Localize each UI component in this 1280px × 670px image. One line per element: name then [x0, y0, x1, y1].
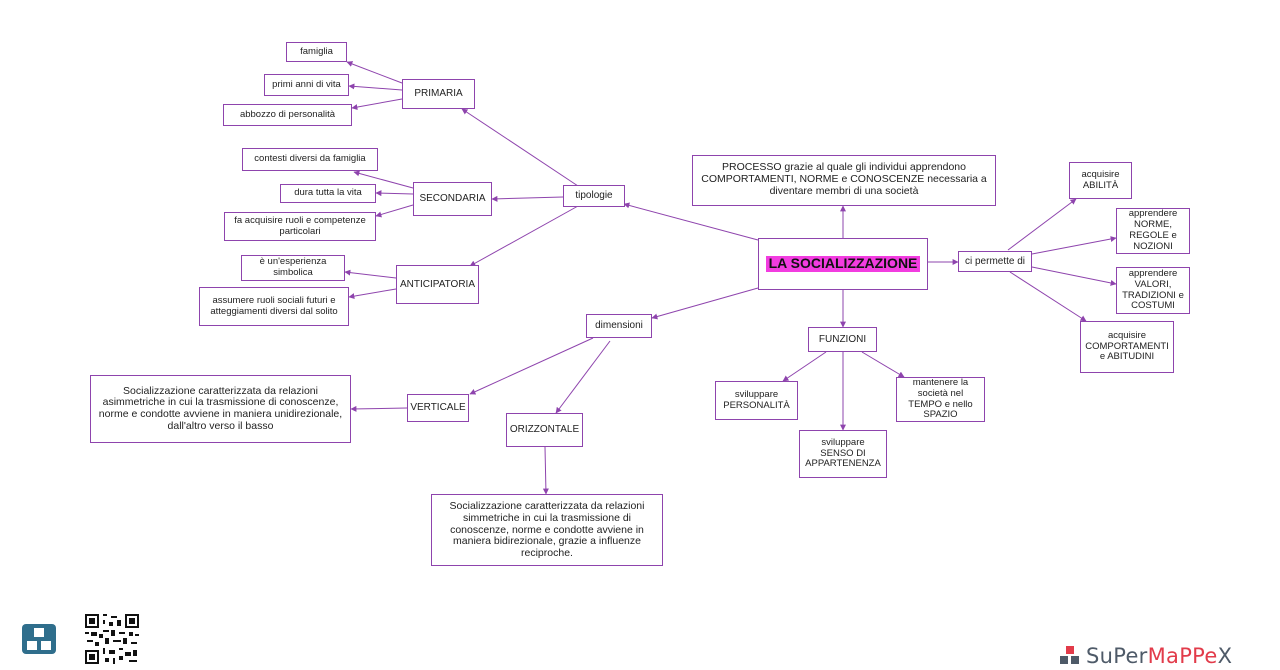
link-primaria-abbozzo [351, 98, 403, 110]
mindmap-app-icon[interactable] [22, 624, 56, 654]
center-title: LA SOCIALIZZAZIONE [765, 256, 921, 272]
node-mantenere[interactable]: mantenere la società nel TEMPO e nello S… [896, 377, 985, 422]
node-verticale-desc[interactable]: Socializzazione caratterizzata da relazi… [90, 375, 351, 443]
node-valori[interactable]: apprendere VALORI, TRADIZIONI e COSTUMI [1116, 267, 1190, 314]
node-abbozzo[interactable]: abbozzo di personalità [223, 104, 352, 126]
link-secondaria-dura [375, 190, 414, 197]
node-dura-label: dura tutta la vita [294, 187, 362, 199]
node-orizzontale-label: ORIZZONTALE [509, 424, 580, 436]
link-tipologie-secondaria [491, 195, 564, 202]
node-personalita[interactable]: sviluppare PERSONALITÀ [715, 381, 798, 420]
node-norme[interactable]: apprendere NORME, REGOLE e NOZIONI [1116, 208, 1190, 254]
link-permette-comportamenti [1009, 271, 1087, 322]
supermappex-mark-icon [1060, 646, 1080, 666]
link-primaria-primi-anni [348, 83, 403, 91]
brand-part-1: SuPer [1086, 644, 1148, 668]
node-orizzontale-desc-label: Socializzazione caratterizzata da relazi… [449, 500, 645, 559]
node-esperienza-label: è un'esperienza simbolica [259, 256, 327, 278]
qr-code-icon [85, 614, 139, 664]
node-tipologie[interactable]: tipologie [563, 185, 625, 207]
node-secondaria[interactable]: SECONDARIA [413, 182, 492, 216]
link-dimensioni-orizzontale [555, 340, 611, 414]
center-node[interactable]: LA SOCIALIZZAZIONE [758, 238, 928, 290]
link-anticipatoria-assumere [348, 288, 397, 300]
node-primaria-label: PRIMARIA [414, 88, 463, 100]
node-comportamenti-label: acquisire COMPORTAMENTI e ABITUDINI [1085, 329, 1169, 363]
node-abbozzo-label: abbozzo di personalità [239, 108, 336, 120]
link-secondaria-fa-acquisire [375, 204, 414, 218]
node-verticale-label: VERTICALE [410, 402, 466, 414]
node-famiglia-label: famiglia [300, 45, 333, 57]
node-dimensioni[interactable]: dimensioni [586, 314, 652, 338]
node-senso-label: sviluppare SENSO DI APPARTENENZA [805, 436, 881, 470]
node-primaria[interactable]: PRIMARIA [402, 79, 475, 109]
link-anticipatoria-esperienza [344, 269, 397, 279]
node-definizione[interactable]: PROCESSO grazie al quale gli individui a… [692, 155, 996, 206]
link-permette-valori [1031, 266, 1117, 286]
node-mantenere-label: mantenere la società nel TEMPO e nello S… [908, 377, 973, 421]
node-orizzontale[interactable]: ORIZZONTALE [506, 413, 583, 447]
link-primaria-famiglia [346, 61, 403, 84]
node-primi-anni[interactable]: primi anni di vita [264, 74, 349, 96]
node-assumere[interactable]: assumere ruoli sociali futuri e atteggia… [199, 287, 349, 326]
node-anticipatoria-label: ANTICIPATORIA [400, 278, 476, 290]
node-dimensioni-label: dimensioni [595, 320, 643, 332]
link-funzioni-personalita [782, 351, 827, 382]
node-primi-anni-label: primi anni di vita [272, 78, 341, 90]
node-verticale[interactable]: VERTICALE [407, 394, 469, 422]
node-famiglia[interactable]: famiglia [286, 42, 347, 62]
node-funzioni[interactable]: FUNZIONI [808, 327, 877, 352]
node-secondaria-label: SECONDARIA [419, 193, 486, 205]
node-comportamenti[interactable]: acquisire COMPORTAMENTI e ABITUDINI [1080, 321, 1174, 373]
node-fa-acquisire[interactable]: fa acquisire ruoli e competenze particol… [224, 212, 376, 241]
node-funzioni-label: FUNZIONI [818, 333, 867, 345]
node-contesti[interactable]: contesti diversi da famiglia [242, 148, 378, 171]
node-abilita-label: acquisire ABILITÀ [1081, 168, 1120, 191]
link-funzioni-mantenere [861, 351, 905, 378]
link-dimensioni-verticale [469, 337, 594, 395]
node-assumere-label: assumere ruoli sociali futuri e atteggia… [210, 294, 338, 317]
node-permette-label: ci permette di [964, 255, 1026, 267]
link-orizzontale-desc [542, 446, 549, 495]
node-contesti-label: contesti diversi da famiglia [254, 153, 366, 165]
node-valori-label: apprendere VALORI, TRADIZIONI e COSTUMI [1122, 267, 1184, 312]
node-abilita[interactable]: acquisire ABILITÀ [1069, 162, 1132, 199]
node-orizzontale-desc[interactable]: Socializzazione caratterizzata da relazi… [431, 494, 663, 566]
node-fa-acquisire-label: fa acquisire ruoli e competenze particol… [234, 214, 366, 237]
node-senso[interactable]: sviluppare SENSO DI APPARTENENZA [799, 430, 887, 478]
node-personalita-label: sviluppare PERSONALITÀ [723, 388, 790, 411]
node-norme-label: apprendere NORME, REGOLE e NOZIONI [1128, 208, 1178, 252]
link-permette-norme [1031, 236, 1117, 255]
link-permette-abilita [1007, 198, 1077, 251]
link-center-tipologie [623, 202, 759, 241]
node-esperienza[interactable]: è un'esperienza simbolica [241, 255, 345, 281]
brand-part-3: X [1217, 644, 1233, 668]
node-anticipatoria[interactable]: ANTICIPATORIA [396, 265, 479, 304]
node-verticale-desc-label: Socializzazione caratterizzata da relazi… [98, 384, 343, 432]
node-permette[interactable]: ci permette di [958, 251, 1032, 272]
link-center-dimensioni [651, 287, 759, 320]
node-definizione-label: PROCESSO grazie al quale gli individui a… [701, 161, 987, 197]
link-verticale-desc [350, 405, 408, 412]
node-tipologie-label: tipologie [575, 190, 613, 202]
link-tipologie-primaria [461, 108, 579, 187]
node-dura[interactable]: dura tutta la vita [280, 184, 376, 203]
brand-part-2: MaPPe [1147, 644, 1218, 668]
